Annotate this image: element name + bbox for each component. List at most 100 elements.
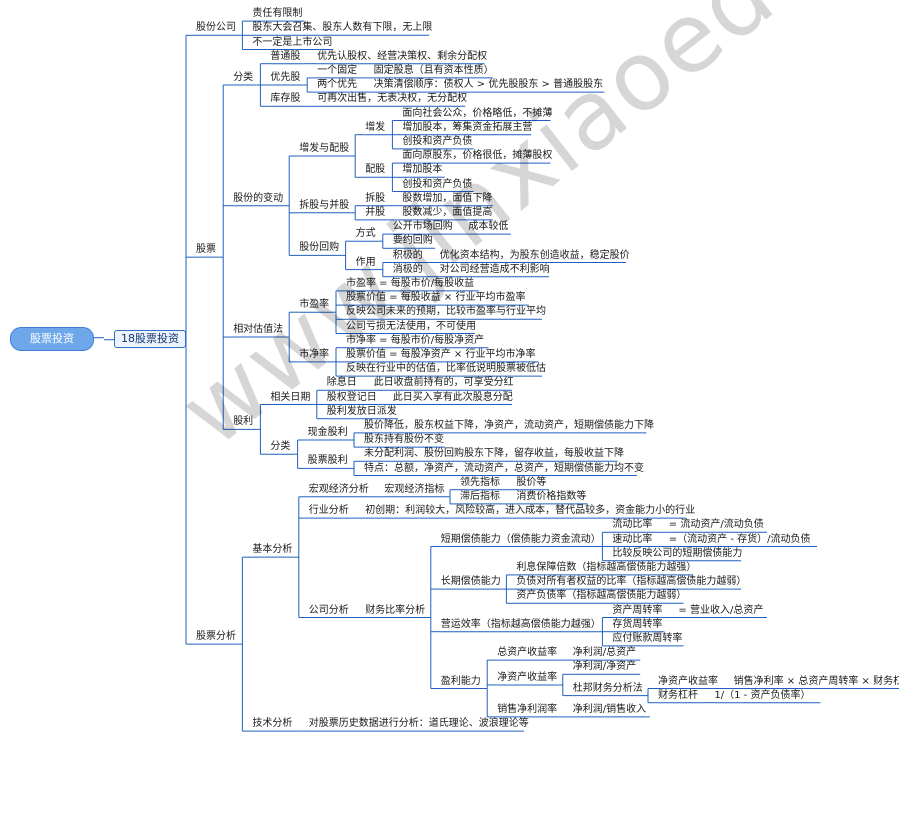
subtopic[interactable]: 1/（1 - 资产负债率） xyxy=(714,689,811,701)
subtopic[interactable]: 负债对所有者权益的比率（指标越高偿债能力越弱） xyxy=(516,576,747,588)
subtopic[interactable]: 销售净利率 × 总资产周转率 × 财务杠杆 xyxy=(733,675,899,687)
subtopic[interactable]: 并股 xyxy=(365,206,386,218)
subtopic[interactable]: 此日买入享有此次股息分配 xyxy=(392,391,513,403)
subtopic[interactable]: 利息保障倍数（指标越高偿债能力越强） xyxy=(516,561,697,573)
subtopic[interactable]: 销售净利润率 xyxy=(497,703,558,715)
subtopic[interactable]: 方式 xyxy=(355,228,376,240)
subtopic[interactable]: 增加股本，筹集资金拓展主营 xyxy=(402,121,533,133)
subtopic[interactable]: 股票分析 xyxy=(196,631,236,643)
subtopic[interactable]: 净利润/总资产 xyxy=(572,647,637,659)
subtopic[interactable]: 市净率 xyxy=(299,348,330,360)
subtopic[interactable]: 股份的变动 xyxy=(233,192,284,204)
subtopic[interactable]: 净利润/净资产 xyxy=(572,661,637,673)
subtopic[interactable]: 股票价值 = 每股净资产 × 行业平均市净率 xyxy=(346,348,536,360)
subtopic[interactable]: 资产周转率 xyxy=(612,604,663,616)
subtopic[interactable]: 此日收盘前持有的，可享受分红 xyxy=(373,377,514,389)
subtopic[interactable]: 股份公司 xyxy=(196,22,236,34)
subtopic[interactable]: 分类 xyxy=(270,441,291,453)
subtopic[interactable]: 股数增加，面值下降 xyxy=(402,192,493,204)
subtopic[interactable]: 增发与配股 xyxy=(299,143,350,154)
subtopic[interactable]: 库存股 xyxy=(270,93,301,105)
subtopic[interactable]: 基本分析 xyxy=(252,544,293,556)
subtopic[interactable]: 优先股 xyxy=(270,72,301,83)
subtopic[interactable]: 宏观经济分析 xyxy=(308,483,369,495)
subtopic[interactable]: 拆股与并股 xyxy=(299,199,350,211)
subtopic[interactable]: 行业分析 xyxy=(308,505,349,517)
subtopic[interactable]: 反映在行业中的估值，比率低说明股票被低估 xyxy=(346,363,546,375)
subtopic[interactable]: 固定股息（且有资本性质） xyxy=(373,64,494,76)
subtopic[interactable]: 特点：总额，净资产，流动资产，总资产，短期偿债能力均不变 xyxy=(364,462,644,474)
subtopic[interactable]: 面向原股东，价格很低，摊薄股权 xyxy=(402,150,553,162)
subtopic[interactable]: 消费价格指数等 xyxy=(516,490,587,502)
subtopic[interactable]: 配股 xyxy=(365,164,386,176)
subtopic[interactable]: 股份回购 xyxy=(299,242,340,254)
subtopic[interactable]: 两个优先 xyxy=(317,79,358,91)
subtopic[interactable]: 创投和资产负债 xyxy=(402,178,473,190)
subtopic[interactable]: 股权登记日 xyxy=(326,391,377,403)
subtopic[interactable]: 创投和资产负债 xyxy=(402,135,473,147)
subtopic[interactable]: 长期偿债能力 xyxy=(440,576,501,588)
subtopic[interactable]: 存货周转率 xyxy=(612,618,663,630)
subtopic[interactable]: 营运效率（指标越高偿债能力越强） xyxy=(440,618,601,630)
subtopic[interactable]: 流动比率 xyxy=(612,519,653,531)
subtopic[interactable]: 优化资本结构，为股东创造收益，稳定股价 xyxy=(439,249,630,261)
subtopic[interactable]: 拆股 xyxy=(365,192,386,204)
subtopic[interactable]: 市盈率 = 每股市价/每股收益 xyxy=(346,277,475,289)
subtopic[interactable]: 增发 xyxy=(365,121,386,133)
subtopic[interactable]: 相关日期 xyxy=(270,391,311,403)
subtopic[interactable]: 比较反映公司的短期偿债能力 xyxy=(612,547,743,559)
subtopic[interactable]: 财务杠杆 xyxy=(658,689,698,701)
subtopic[interactable]: 股利发放日派发 xyxy=(326,405,397,417)
subtopic[interactable]: 股数减少，面值提高 xyxy=(402,206,493,218)
subtopic[interactable]: 公司分析 xyxy=(308,604,349,616)
root-topic[interactable]: 股票投资 xyxy=(10,326,94,351)
subtopic[interactable]: 股票股利 xyxy=(307,455,348,467)
subtopic[interactable]: 净利润/销售收入 xyxy=(572,703,647,715)
subtopic[interactable]: 股票价值 = 每股收益 × 行业平均市盈率 xyxy=(346,292,526,304)
subtopic[interactable]: 除息日 xyxy=(326,377,357,389)
subtopic[interactable]: 滞后指标 xyxy=(460,490,500,502)
subtopic[interactable]: 现金股利 xyxy=(307,427,348,438)
subtopic[interactable]: 可再次出售，无表决权，无分配权 xyxy=(317,93,468,105)
subtopic[interactable]: 积极的 xyxy=(392,249,423,261)
subtopic[interactable]: 股东大会召集、股东人数有下限，无上限 xyxy=(252,22,433,34)
subtopic[interactable]: 盈利能力 xyxy=(440,675,481,687)
subtopic[interactable]: 未分配利润、股份回购股东下降，留存收益，每股收益下降 xyxy=(364,448,624,460)
subtopic[interactable]: 决策清偿顺序：债权人 > 优先股股东 > 普通股股东 xyxy=(373,79,604,91)
subtopic[interactable]: 股东持有股份不变 xyxy=(364,434,444,446)
subtopic[interactable]: 净资产收益率 xyxy=(497,671,558,683)
subtopic[interactable]: 领先指标 xyxy=(460,476,500,488)
subtopic[interactable]: =（流动资产 - 存货）/流动负债 xyxy=(668,533,811,545)
subtopic[interactable]: 速动比率 xyxy=(612,533,653,545)
subtopic[interactable]: = 营业收入/总资产 xyxy=(678,604,764,616)
subtopic[interactable]: 反映公司未来的预期，比较市盈率与行业平均 xyxy=(346,306,546,318)
subtopic[interactable]: 股利 xyxy=(233,416,254,428)
subtopic[interactable]: 宏观经济指标 xyxy=(384,483,445,495)
subtopic[interactable]: 作用 xyxy=(355,256,376,268)
subtopic[interactable]: 财务比率分析 xyxy=(365,604,426,616)
subtopic[interactable]: 净资产收益率 xyxy=(658,675,718,687)
subtopic[interactable]: 技术分析 xyxy=(252,718,293,730)
subtopic[interactable]: 普通股 xyxy=(270,50,301,62)
subtopic[interactable]: 面向社会公众，价格略低，不摊薄 xyxy=(402,107,553,119)
subtopic[interactable]: 责任有限制 xyxy=(252,8,303,20)
subtopic[interactable]: 增加股本 xyxy=(402,164,443,176)
subtopic[interactable]: 相对估值法 xyxy=(233,324,284,336)
subtopic[interactable]: 一个固定 xyxy=(317,64,358,76)
subtopic[interactable]: 成本较低 xyxy=(468,221,509,233)
subtopic[interactable]: = 流动资产/流动负债 xyxy=(668,519,764,531)
subtopic[interactable]: 公开市场回购 xyxy=(392,221,453,233)
subtopic[interactable]: 资产负债率（指标越高偿债能力越弱） xyxy=(516,590,687,602)
subtopic[interactable]: 不一定是上市公司 xyxy=(252,36,333,48)
subtopic[interactable]: 总资产收益率 xyxy=(497,647,558,659)
subtopic[interactable]: 要约回购 xyxy=(392,235,433,247)
subtopic[interactable]: 短期偿债能力（偿债能力资金流动） xyxy=(440,533,601,545)
subtopic[interactable]: 公司亏损无法使用，不可使用 xyxy=(346,320,476,332)
subtopic[interactable]: 对公司经营造成不利影响 xyxy=(439,263,550,275)
subtopic[interactable]: 应付账款周转率 xyxy=(612,632,683,644)
subtopic[interactable]: 优先认股权、经营决策权、剩余分配权 xyxy=(317,50,488,62)
subtopic[interactable]: 股票 xyxy=(196,244,216,256)
subtopic[interactable]: 市盈率 xyxy=(299,299,330,311)
subtopic[interactable]: 初创期：利润较大，风险较高，进入成本，替代品较多，资金能力小的行业 xyxy=(365,505,696,517)
subtopic[interactable]: 分类 xyxy=(233,72,254,83)
